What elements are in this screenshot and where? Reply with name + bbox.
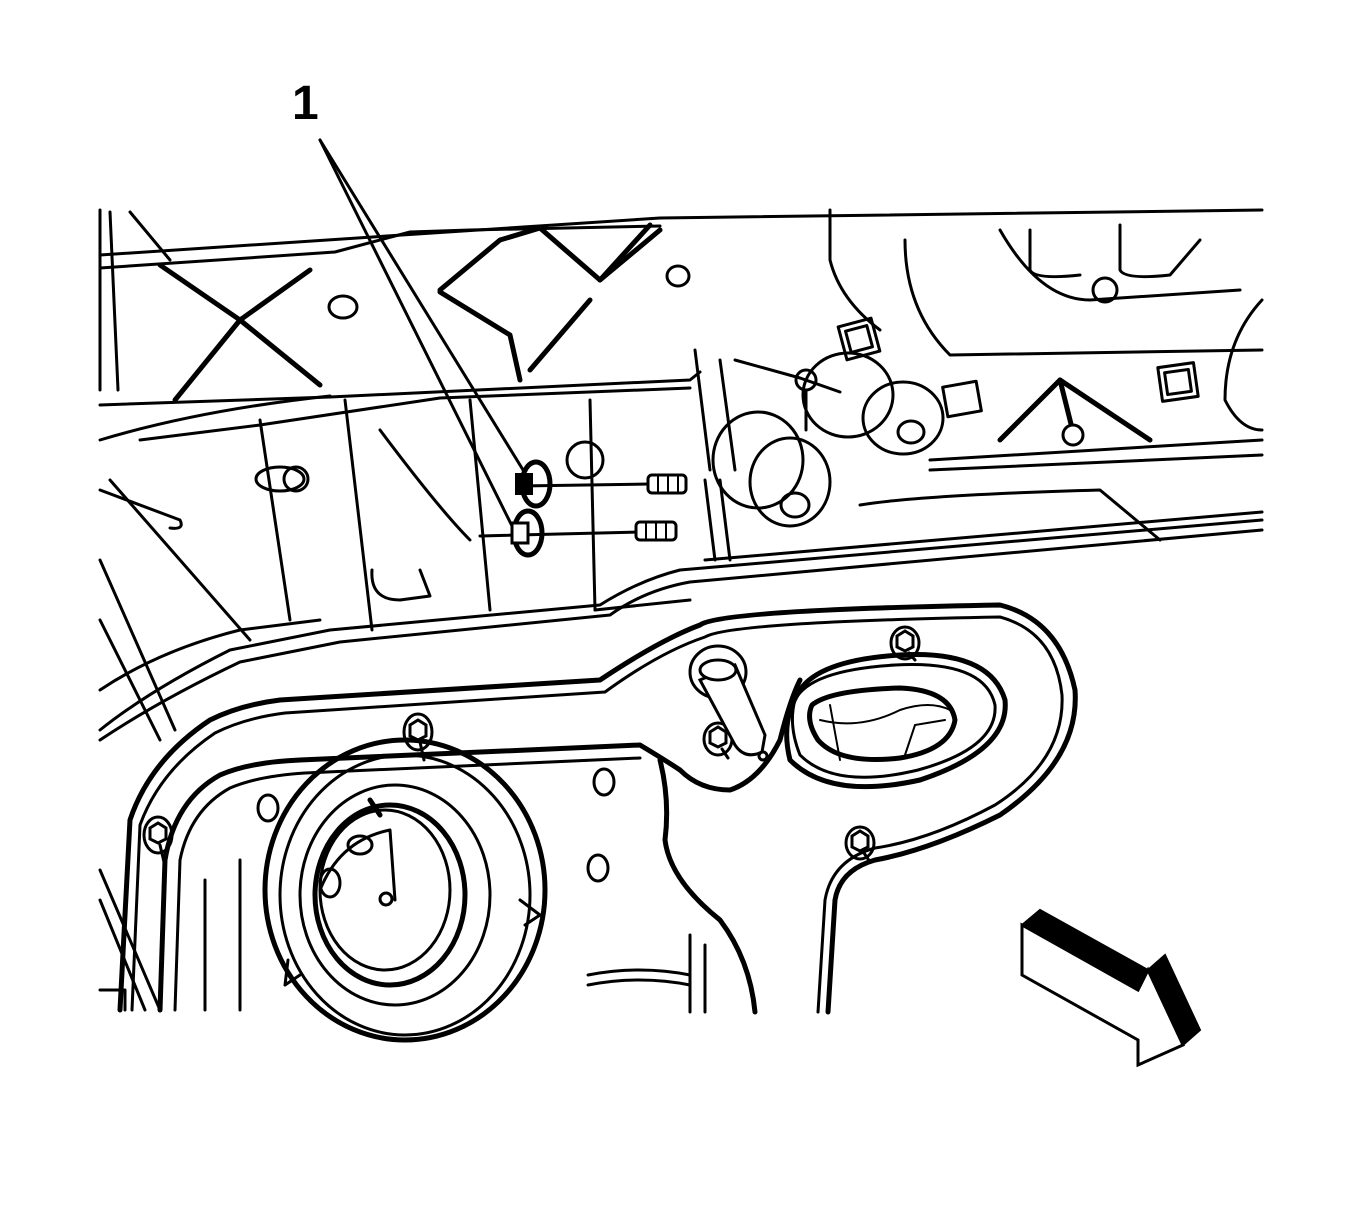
bolt-3 (889, 625, 921, 662)
left-body-panel (98, 478, 252, 1012)
drain-tube (688, 644, 769, 762)
fastener-area (254, 398, 692, 632)
bolt-2 (142, 815, 174, 864)
lower-plate (117, 602, 1078, 1015)
mount-bosses (711, 351, 945, 528)
mounting-holes (256, 767, 616, 883)
bolt-1 (402, 712, 434, 762)
callout-label-1: 1 (292, 77, 319, 130)
nut-with-washer-lower (478, 508, 678, 558)
round-duct-opening (262, 737, 548, 1043)
upper-carrier-frame (98, 208, 1264, 442)
nut-with-washer-upper (515, 459, 688, 509)
bracket-strut (693, 348, 737, 562)
blower-housing (733, 208, 1264, 472)
bolt-4 (844, 825, 876, 864)
callout-leader-1 (318, 138, 530, 534)
view-direction-arrow-icon (1020, 908, 1202, 1068)
lower-plate-details (586, 933, 707, 1014)
housing-flange (98, 488, 1264, 742)
oval-duct-opening (784, 652, 1008, 790)
